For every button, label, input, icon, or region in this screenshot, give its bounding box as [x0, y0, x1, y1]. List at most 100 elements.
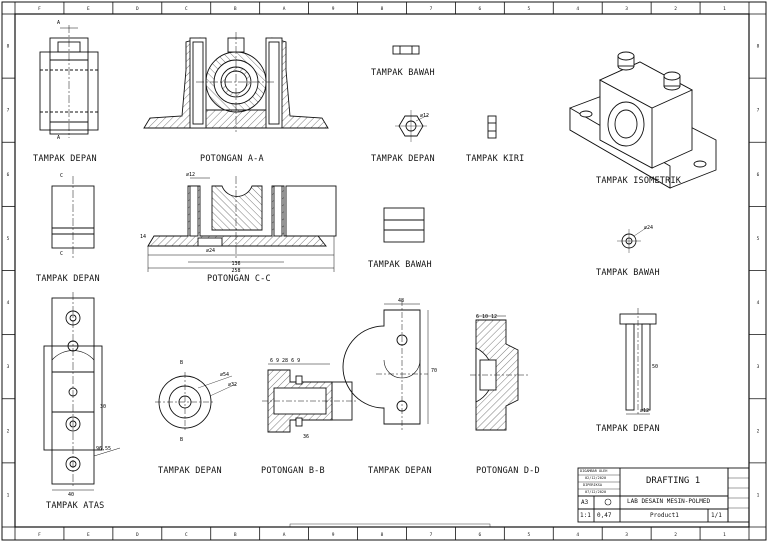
tb-scale: 1:1 [580, 512, 591, 519]
front-view-top-left [39, 25, 99, 138]
tb-org: LAB DESAIN MESIN-POLMED [627, 498, 711, 505]
zone-label: 2 [7, 428, 10, 434]
label-isometric: TAMPAK ISOMETRIK [596, 176, 682, 186]
zone-label: 1 [723, 6, 726, 12]
zone-label: 2 [757, 428, 760, 434]
zone-label: 3 [757, 364, 760, 370]
label-cap-front: TAMPAK DEPAN [368, 466, 432, 476]
zone-label: 6 [479, 532, 482, 538]
cc-dim-14: 14 [140, 234, 146, 240]
zone-label: D [136, 6, 139, 12]
label-top-view: TAMPAK ATAS [46, 501, 105, 511]
label-b-top: B [180, 360, 183, 366]
zone-label: 2 [674, 532, 677, 538]
zone-label: 4 [576, 532, 579, 538]
zone-label: F [38, 532, 41, 538]
label-front-mid: TAMPAK DEPAN [36, 274, 100, 284]
zone-label: 3 [625, 532, 628, 538]
zone-label: A [283, 532, 286, 538]
zone-label: 4 [576, 6, 579, 12]
top-dim-30: 30 [100, 404, 106, 410]
bushing-dim-54: ⌀54 [220, 372, 229, 378]
zone-label: 7 [757, 108, 760, 114]
zone-label: 6 [757, 172, 760, 178]
cc-dim-136: 136 [231, 261, 240, 267]
zone-label: 7 [430, 6, 433, 12]
zone-label: 3 [625, 6, 628, 12]
tb-weight: 0,47 [597, 512, 612, 519]
tb-checked-date: 07/12/2020 [585, 490, 607, 494]
zone-label: 5 [527, 6, 530, 12]
zone-label: 1 [723, 532, 726, 538]
cc-dim-24: ⌀24 [206, 248, 215, 254]
label-section-aa: POTONGAN A-A [200, 154, 264, 164]
label-b-bottom: B [180, 437, 183, 443]
zone-label: 5 [7, 236, 10, 242]
zone-label: 7 [7, 108, 10, 114]
zone-label: 6 [479, 6, 482, 12]
label-nut-front: TAMPAK DEPAN [371, 154, 435, 164]
zone-label: F [38, 6, 41, 12]
label-a-top: A [57, 20, 60, 26]
zone-label: B [234, 532, 237, 538]
zone-label: 5 [527, 532, 530, 538]
tb-drawn-label: DIGAMBAR OLEH [580, 469, 608, 473]
zone-label: E [87, 532, 90, 538]
zone-label: 8 [381, 532, 384, 538]
zone-label: 7 [430, 532, 433, 538]
label-bolt-bottom: TAMPAK BAWAH [371, 68, 435, 78]
bushing-front-view [155, 372, 237, 432]
zone-label: 5 [757, 236, 760, 242]
cap-front-view [342, 300, 429, 432]
tb-drawn-date: 02/12/2020 [585, 476, 607, 480]
front-view-mid-left [51, 176, 95, 258]
zone-label: 8 [757, 44, 760, 50]
zone-label: 4 [757, 300, 760, 306]
cap-bottom-view [383, 207, 425, 243]
label-c-top: C [60, 173, 63, 179]
nut-dim: ⌀12 [420, 113, 429, 119]
cc-dim-12: ⌀12 [186, 172, 195, 178]
cap-dim-48: 48 [398, 298, 404, 304]
zone-label: 1 [757, 492, 760, 498]
top-dim-40: 40 [68, 492, 74, 498]
label-front-top: TAMPAK DEPAN [33, 154, 97, 164]
zone-label: B [234, 6, 237, 12]
cc-dim-258: 258 [231, 268, 240, 274]
label-section-cc: POTONGAN C-C [207, 274, 271, 284]
zone-label: 8 [381, 6, 384, 12]
tb-sheet-size: A3 [581, 499, 589, 506]
section-c-c [147, 176, 337, 272]
zone-label: D [136, 532, 139, 538]
dd-dims-top: 6 10 12 [476, 314, 497, 320]
label-bushing-front: TAMPAK DEPAN [158, 466, 222, 476]
washer-bottom-view [617, 227, 647, 253]
pin-dim-12: ⌀12 [640, 408, 649, 414]
tb-part: Product1 [650, 512, 679, 519]
washer-dim: ⌀24 [644, 225, 653, 231]
bb-dims-top: 6 9 28 6 9 [270, 358, 300, 364]
zone-label: C [185, 532, 188, 538]
bottom-ruler [289, 523, 491, 528]
zone-label: 4 [7, 300, 10, 306]
label-washer-bottom: TAMPAK BAWAH [596, 268, 660, 278]
label-pin-front: TAMPAK DEPAN [596, 424, 660, 434]
top-view [43, 292, 121, 491]
tb-sheet: 1/1 [711, 512, 722, 519]
zone-label: 2 [674, 6, 677, 12]
tb-checked-label: DIPERIKSA [583, 483, 602, 487]
pin-dim-50: 50 [652, 364, 658, 370]
section-d-d [470, 315, 528, 431]
bb-dim-36: 36 [303, 434, 309, 440]
zone-label: 9 [332, 6, 335, 12]
label-section-dd: POTONGAN D-D [476, 466, 540, 476]
isometric-view [569, 51, 717, 189]
label-section-bb: POTONGAN B-B [261, 466, 325, 476]
zone-label: 8 [7, 44, 10, 50]
nut-front-view [395, 110, 429, 142]
section-b-b [262, 363, 358, 433]
title-block [577, 467, 750, 523]
pin-front-view [619, 308, 657, 416]
